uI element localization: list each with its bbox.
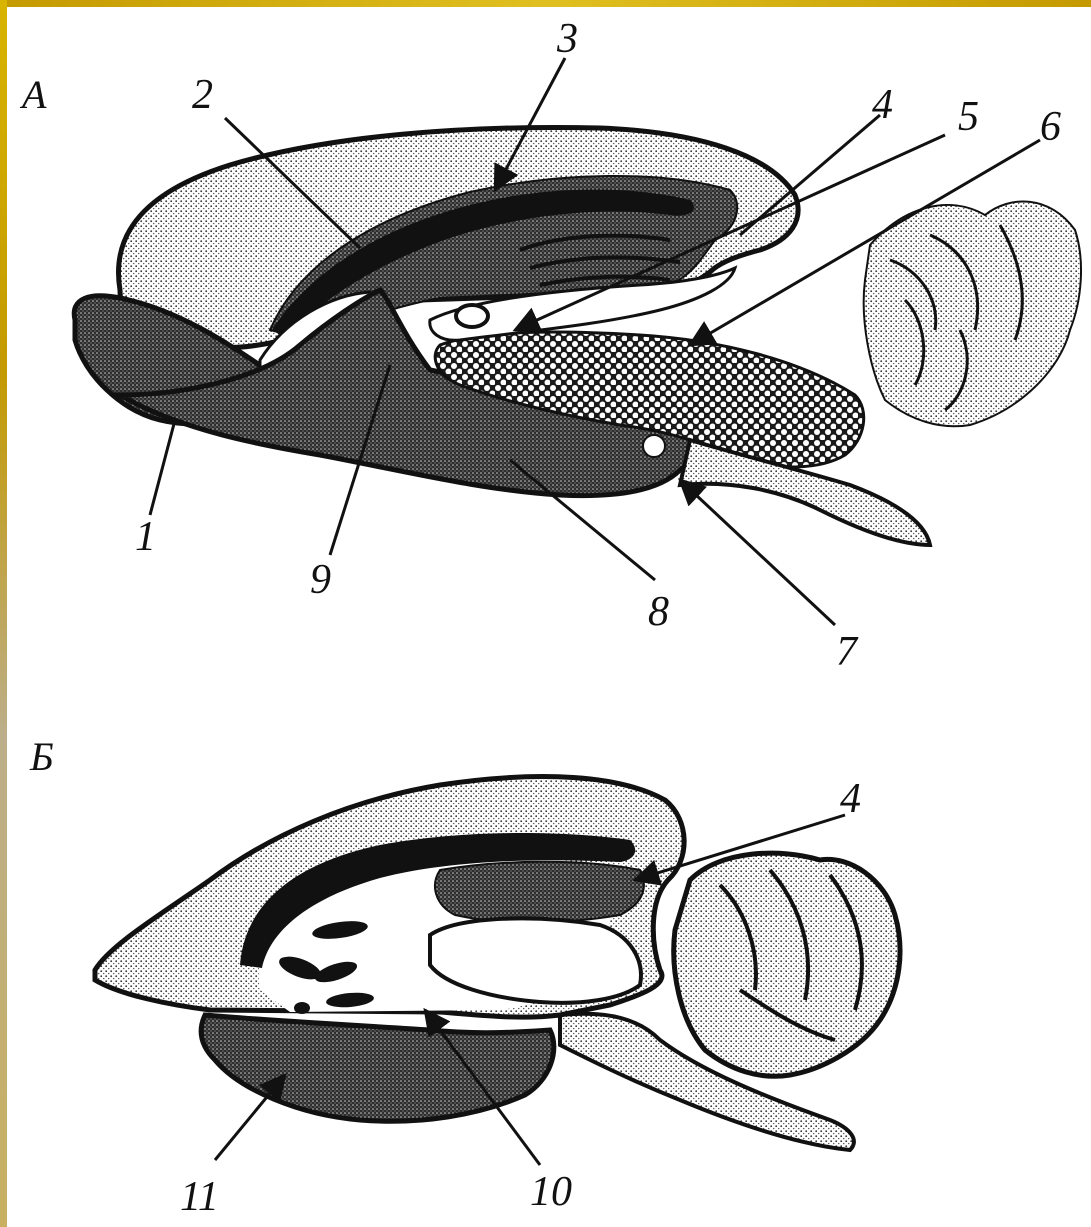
panel-a-foramen	[456, 305, 488, 327]
label-2: 2	[192, 72, 213, 118]
panel-b-letter: Б	[29, 734, 54, 779]
label-10: 10	[530, 1169, 572, 1215]
label-1: 1	[135, 514, 156, 560]
label-4: 4	[872, 82, 893, 128]
panel-b-cerebellum	[674, 853, 900, 1076]
panel-a-cerebellum	[864, 201, 1081, 426]
panel-b-hippocampus	[435, 862, 644, 923]
label-5: 5	[958, 94, 979, 140]
label-3: 3	[556, 16, 578, 62]
label-8: 8	[648, 589, 669, 635]
panel-a-pituitary	[643, 435, 665, 457]
label-7: 7	[836, 629, 859, 675]
label-b-4: 4	[840, 776, 861, 822]
panel-b-piriform-lobe	[201, 1015, 554, 1121]
label-11: 11	[180, 1174, 219, 1220]
label-9: 9	[310, 557, 331, 603]
label-6: 6	[1040, 104, 1061, 150]
panel-a-letter: А	[19, 72, 47, 117]
panel-b	[95, 777, 900, 1165]
leader-1	[150, 420, 175, 515]
panel-a	[74, 58, 1081, 625]
